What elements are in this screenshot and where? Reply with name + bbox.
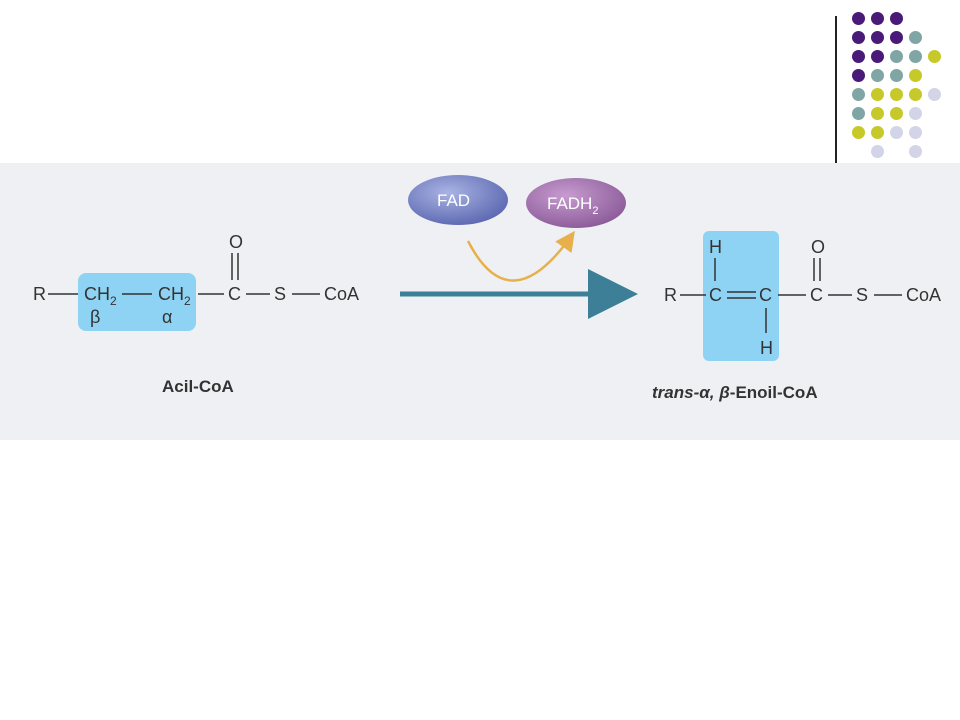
alpha-label: α — [162, 307, 172, 327]
decorative-dot — [852, 31, 865, 44]
reactant-ch2-alpha: CH2 — [158, 284, 191, 308]
reaction-diagram: R CH2 CH2 β α C O S CoA Acil-CoA FAD — [33, 175, 941, 402]
decorative-dot-grid — [846, 12, 956, 162]
decorative-dot — [909, 69, 922, 82]
product-h-top: H — [709, 237, 722, 257]
fadh2-ellipse — [526, 178, 626, 228]
decorative-dot — [909, 50, 922, 63]
decorative-dot — [871, 145, 884, 158]
reactant-sulfur: S — [274, 284, 286, 304]
fad-label: FAD — [437, 191, 470, 210]
product-oxygen: O — [811, 237, 825, 257]
decorative-dot — [890, 126, 903, 139]
decorative-dot — [909, 107, 922, 120]
product-c1: C — [709, 285, 722, 305]
decorative-dot — [928, 50, 941, 63]
product-coa: CoA — [906, 285, 941, 305]
decorative-dot — [890, 50, 903, 63]
decorative-divider-line — [835, 16, 837, 164]
decorative-dot — [871, 88, 884, 101]
product-h-bottom: H — [760, 338, 773, 358]
reaction-figure: R CH2 CH2 β α C O S CoA Acil-CoA FAD — [0, 163, 960, 440]
decorative-dot — [871, 107, 884, 120]
product-sulfur: S — [856, 285, 868, 305]
product-highlight-box — [703, 231, 779, 361]
reactant-carbonyl-c: C — [228, 284, 241, 304]
decorative-dot — [890, 69, 903, 82]
decorative-dot — [890, 12, 903, 25]
decorative-dot — [852, 88, 865, 101]
decorative-dot — [871, 50, 884, 63]
reactant-oxygen: O — [229, 232, 243, 252]
decorative-dot — [852, 107, 865, 120]
decorative-dot — [852, 69, 865, 82]
decorative-dot — [890, 107, 903, 120]
reactant-coa: CoA — [324, 284, 359, 304]
reactant-ch2-beta: CH2 — [84, 284, 117, 308]
cofactor-curved-arrow — [466, 230, 575, 282]
reactant-highlight-box — [78, 273, 196, 331]
product-c2: C — [759, 285, 772, 305]
decorative-dot — [871, 12, 884, 25]
decorative-dot — [909, 126, 922, 139]
decorative-dot — [928, 88, 941, 101]
decorative-dot — [852, 12, 865, 25]
decorative-dot — [852, 50, 865, 63]
decorative-dot — [871, 69, 884, 82]
decorative-dot — [909, 31, 922, 44]
product-R: R — [664, 285, 677, 305]
decorative-dot — [852, 126, 865, 139]
decorative-dot — [871, 31, 884, 44]
product-name: trans-α, β-Enoil-CoA — [652, 383, 818, 402]
fadh2-label: FADH2 — [547, 194, 598, 217]
fad-ellipse — [408, 175, 508, 225]
decorative-dot — [909, 88, 922, 101]
product-carbonyl-c: C — [810, 285, 823, 305]
reactant-R: R — [33, 284, 46, 304]
decorative-dot — [890, 88, 903, 101]
beta-label: β — [90, 307, 100, 327]
decorative-dot — [909, 145, 922, 158]
reactant-name: Acil-CoA — [162, 377, 234, 396]
decorative-dot — [890, 31, 903, 44]
decorative-dot — [871, 126, 884, 139]
